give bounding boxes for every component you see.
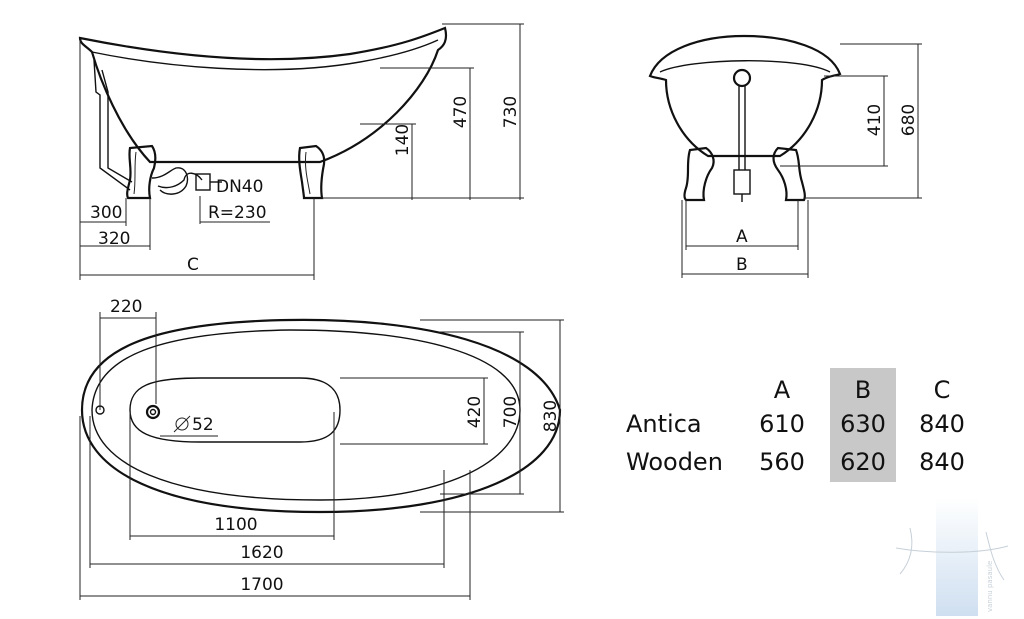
watermark-logo: vannu pasaule <box>895 498 1009 616</box>
tap-head <box>732 68 752 88</box>
front-view: 680 410 A B <box>648 34 922 278</box>
overflow-pipe <box>93 59 133 191</box>
row-wooden-b: 620 <box>840 448 886 476</box>
row-wooden-name: Wooden <box>626 448 723 476</box>
row-antica-a: 610 <box>759 410 805 438</box>
dim-700-label: 700 <box>501 396 521 428</box>
drain-hole <box>145 404 161 420</box>
header-b: B <box>855 376 871 404</box>
dim-410-label: 410 <box>865 104 885 136</box>
side-view: 730 470 140 300 320 C DN40 R=230 <box>78 23 524 280</box>
row-wooden-c: 840 <box>919 448 965 476</box>
column-b-highlight <box>830 368 896 482</box>
tub-top-outer <box>80 318 562 514</box>
header-c: C <box>934 376 951 404</box>
tub-top-basin <box>129 377 341 443</box>
dim-220-label: 220 <box>110 297 142 317</box>
dim-320-label: 320 <box>98 229 130 249</box>
size-table: A B C Antica 610 630 840 Wooden 560 620 … <box>626 368 965 482</box>
dim-300-label: 300 <box>90 203 122 223</box>
drain-trap <box>151 167 203 195</box>
front-left-foot <box>683 146 715 202</box>
row-antica-name: Antica <box>626 410 702 438</box>
radius-label: R=230 <box>208 203 267 223</box>
dim-1620-label: 1620 <box>240 543 283 563</box>
dim-730-label: 730 <box>501 96 521 128</box>
tub-front-outline <box>648 34 842 158</box>
dim-470-label: 470 <box>451 96 471 128</box>
dim-1700-label: 1700 <box>240 575 283 595</box>
front-right-foot <box>772 146 806 202</box>
hole-diameter-label: 52 <box>192 415 214 435</box>
right-foot <box>298 144 326 200</box>
dim-420-label: 420 <box>465 396 485 428</box>
row-antica-b: 630 <box>840 410 886 438</box>
dim-C-label: C <box>187 255 199 275</box>
drain-label: DN40 <box>216 177 263 197</box>
left-foot <box>126 144 157 200</box>
dim-B-label: B <box>736 255 748 275</box>
dim-140-label: 140 <box>393 124 413 156</box>
dim-A-label: A <box>736 227 748 247</box>
top-view: 52 220 420 700 830 1100 1620 1700 <box>79 297 564 600</box>
tub-side-outline <box>78 26 448 164</box>
dim-680-label: 680 <box>899 104 919 136</box>
header-a: A <box>774 376 791 404</box>
row-antica-c: 840 <box>919 410 965 438</box>
tap-base <box>733 169 751 195</box>
dim-1100-label: 1100 <box>214 515 257 535</box>
dim-830-label: 830 <box>541 400 561 432</box>
tub-side-rim <box>91 39 439 71</box>
row-wooden-a: 560 <box>759 448 805 476</box>
svg-text:vannu pasaule: vannu pasaule <box>986 561 994 612</box>
